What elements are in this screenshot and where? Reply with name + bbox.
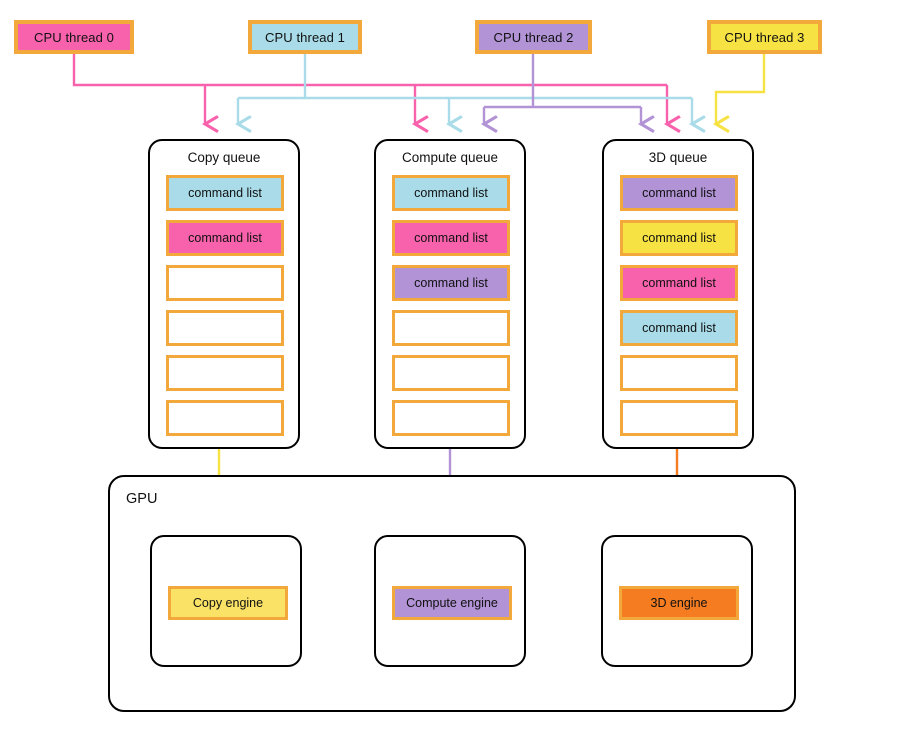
command-list-label: command list — [414, 276, 488, 290]
3d-engine-chip[interactable]: 3D engine — [619, 586, 739, 620]
compute-queue-slot-4[interactable] — [392, 355, 510, 391]
compute-engine-chip[interactable]: Compute engine — [392, 586, 512, 620]
cpu-thread-0-label: CPU thread 0 — [34, 29, 114, 45]
cpu-thread-1-box[interactable]: CPU thread 1 — [248, 20, 362, 54]
copy-queue-title: Copy queue — [187, 150, 261, 165]
cpu-thread-0-box[interactable]: CPU thread 0 — [14, 20, 134, 54]
copy-engine-label: Copy engine — [192, 596, 264, 610]
3d-queue-slot-1[interactable]: command list — [620, 220, 738, 256]
command-list-label: command list — [642, 321, 716, 335]
compute-engine-label: Compute engine — [406, 596, 498, 610]
3d-queue-slot-0[interactable]: command list — [620, 175, 738, 211]
copy-queue-box[interactable]: Copy queue command list command list — [148, 139, 300, 449]
compute-queue-slot-3[interactable] — [392, 310, 510, 346]
compute-queue-box[interactable]: Compute queue command list command list … — [374, 139, 526, 449]
cpu-thread-2-label: CPU thread 2 — [493, 29, 574, 45]
wire-thread0-trunk — [72, 54, 667, 87]
wire-thread3-to-3d-queue — [716, 54, 766, 124]
3d-queue-slot-3[interactable]: command list — [620, 310, 738, 346]
command-list-label: command list — [642, 186, 716, 200]
compute-engine-box[interactable]: Compute engine — [374, 535, 526, 667]
copy-engine-chip[interactable]: Copy engine — [168, 586, 288, 620]
copy-queue-slot-1[interactable]: command list — [166, 220, 284, 256]
3d-queue-slot-5[interactable] — [620, 400, 738, 436]
copy-engine-box[interactable]: Copy engine — [150, 535, 302, 667]
3d-queue-title: 3D queue — [648, 150, 708, 165]
copy-queue-slot-2[interactable] — [166, 265, 284, 301]
compute-queue-slot-0[interactable]: command list — [392, 175, 510, 211]
gpu-label: GPU — [126, 491, 158, 507]
compute-queue-slot-5[interactable] — [392, 400, 510, 436]
command-list-label: command list — [188, 186, 262, 200]
command-list-label: command list — [642, 231, 716, 245]
compute-queue-title: Compute queue — [401, 150, 499, 165]
command-list-label: command list — [414, 186, 488, 200]
command-list-label: command list — [188, 231, 262, 245]
cpu-thread-3-box[interactable]: CPU thread 3 — [707, 20, 822, 54]
wire-thread1-trunk — [303, 54, 692, 100]
cpu-thread-3-label: CPU thread 3 — [724, 29, 805, 45]
copy-queue-slot-3[interactable] — [166, 310, 284, 346]
copy-queue-slot-4[interactable] — [166, 355, 284, 391]
3d-queue-slot-4[interactable] — [620, 355, 738, 391]
copy-queue-slot-5[interactable] — [166, 400, 284, 436]
3d-queue-slot-2[interactable]: command list — [620, 265, 738, 301]
cpu-thread-1-label: CPU thread 1 — [265, 29, 345, 45]
3d-queue-box[interactable]: 3D queue command list command list comma… — [602, 139, 754, 449]
cpu-thread-2-box[interactable]: CPU thread 2 — [475, 20, 592, 54]
3d-engine-label: 3D engine — [650, 596, 708, 610]
3d-engine-box[interactable]: 3D engine — [601, 535, 753, 667]
command-list-label: command list — [414, 231, 488, 245]
command-list-label: command list — [642, 276, 716, 290]
compute-queue-slot-1[interactable]: command list — [392, 220, 510, 256]
compute-queue-slot-2[interactable]: command list — [392, 265, 510, 301]
copy-queue-slot-0[interactable]: command list — [166, 175, 284, 211]
